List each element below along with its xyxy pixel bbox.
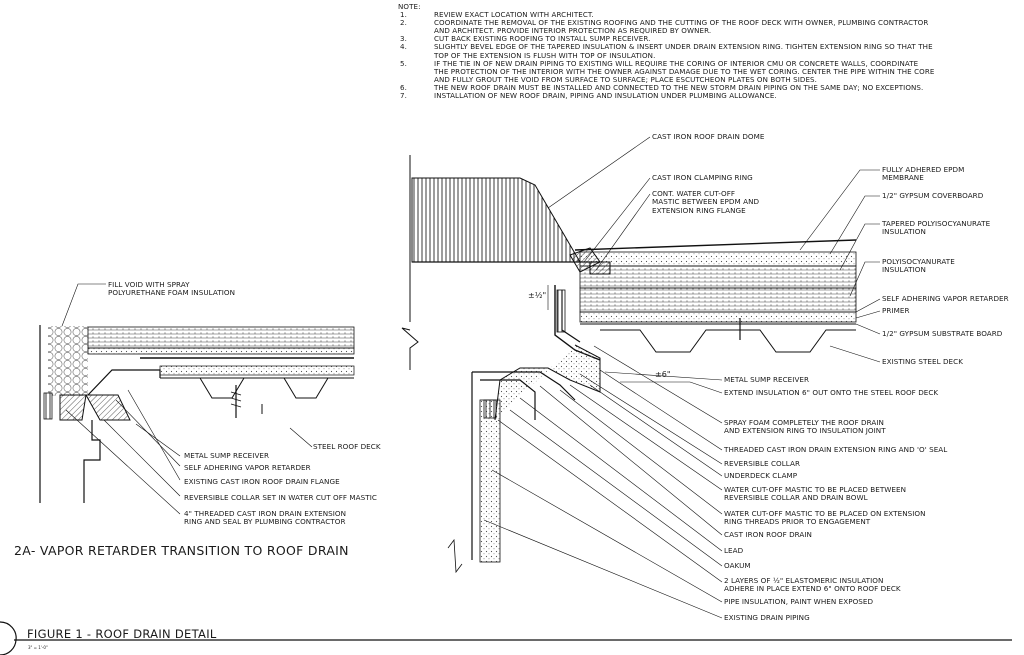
label-reversible-collar: REVERSIBLE COLLAR <box>724 459 801 468</box>
label-pipe-insulation: PIPE INSULATION, PAINT WHEN EXPOSED <box>724 597 874 606</box>
dimension-half-inch: ±½" <box>528 291 547 300</box>
label-2a-reversible-collar: REVERSIBLE COLLAR SET IN WATER CUT OFF M… <box>184 493 377 502</box>
note-line: 6. THE NEW ROOF DRAIN MUST BE INSTALLED A… <box>398 82 1008 92</box>
note-line: 5. IF THE TIE IN OF NEW DRAIN PIPING TO E… <box>398 58 1008 68</box>
figure-title: FIGURE 1 - ROOF DRAIN DETAIL <box>27 627 217 641</box>
label-2a-drain-flange: EXISTING CAST IRON ROOF DRAIN FLANGE <box>184 477 340 486</box>
note-line: 2. COORDINATE THE REMOVAL OF THE EXISTING… <box>398 19 1008 27</box>
label-steel-roof-deck: STEEL ROOF DECK <box>313 442 381 451</box>
note-number: 3. <box>400 34 407 44</box>
note-line: TOP OF THE EXTENSION IS FLUSH WITH TOP O… <box>398 50 1008 60</box>
note-line: THE PROTECTION OF THE INTERIOR WITH THE … <box>398 66 1008 76</box>
label-mastic-collar: WATER CUT-OFF MASTIC TO BE PLACED BETWEE… <box>724 485 907 503</box>
dimension-six-inch: ±6" <box>655 370 671 379</box>
label-spray-foam: SPRAY FOAM COMPLETELY THE ROOF DRAIN AND… <box>724 418 886 436</box>
note-line: AND ARCHITECT. PROVIDE INTERIOR PROTECTI… <box>398 27 1008 35</box>
label-steel-deck: EXISTING STEEL DECK <box>882 357 963 366</box>
note-number: 7. <box>400 91 407 101</box>
label-lead: LEAD <box>724 546 744 555</box>
note-text: CUT BACK EXISTING ROOFING TO INSTALL SUM… <box>434 34 651 44</box>
main-detail-drawing <box>401 136 881 619</box>
label-clamping-ring: CAST IRON CLAMPING RING <box>652 173 753 182</box>
note-number: 2. <box>400 18 407 28</box>
label-fill-void: FILL VOID WITH SPRAY POLYURETHANE FOAM I… <box>108 280 235 298</box>
note-text: IF THE TIE IN OF NEW DRAIN PIPING TO EXI… <box>434 58 919 68</box>
label-oakum: OAKUM <box>724 561 751 570</box>
label-primer: PRIMER <box>882 306 910 315</box>
label-gypsum-substrate: 1/2" GYPSUM SUBSTRATE BOARD <box>882 329 1003 338</box>
notes-header: NOTE: <box>398 2 421 11</box>
note-line: 3. CUT BACK EXISTING ROOFING TO INSTALL S… <box>398 35 1008 43</box>
notes-list: 1.REVIEW EXACT LOCATION WITH ARCHITECT.2… <box>398 10 1008 101</box>
label-2a-metal-sump: METAL SUMP RECEIVER <box>184 451 270 460</box>
label-mastic-threads: WATER CUT-OFF MASTIC TO BE PLACED ON EXT… <box>724 509 926 527</box>
notes-block: NOTE: 1. REVIEW EXACT LOCATION WITH ARCHI… <box>398 2 1008 101</box>
note-text: AND ARCHITECT. PROVIDE INTERIOR PROTECTI… <box>434 26 712 36</box>
label-sump-receiver: METAL SUMP RECEIVER <box>724 375 810 384</box>
label-epdm: FULLY ADHERED EPDM MEMBRANE <box>882 165 965 183</box>
note-line: 4. SLIGHTLY BEVEL EDGE OF THE TAPERED INS… <box>398 43 1008 51</box>
label-tapered-insulation: TAPERED POLYISOCYANURATE INSULATION <box>882 219 991 237</box>
note-text: COORDINATE THE REMOVAL OF THE EXISTING R… <box>434 18 929 28</box>
label-threaded-ring: THREADED CAST IRON DRAIN EXTENSION RING … <box>724 445 948 454</box>
label-cutoff-mastic: CONT. WATER CUT-OFF MASTIC BETWEEN EPDM … <box>652 189 760 215</box>
note-number: 5. <box>400 58 407 68</box>
note-line: AND FULLY GROUT THE VOID FROM SURFACE TO… <box>398 74 1008 84</box>
note-number: 4. <box>400 42 407 52</box>
label-underdeck-clamp: UNDERDECK CLAMP <box>724 471 798 480</box>
detail-2a-title: 2A- VAPOR RETARDER TRANSITION TO ROOF DR… <box>14 543 349 558</box>
figure-scale: 3" = 1'-0" <box>28 645 48 650</box>
note-line: 7. INSTALLATION OF NEW ROOF DRAIN, PIPING… <box>398 91 1008 101</box>
label-elastomeric-insulation: 2 LAYERS OF ½" ELASTOMERIC INSULATION AD… <box>724 576 901 594</box>
label-2a-threaded-extension: 4" THREADED CAST IRON DRAIN EXTENSION RI… <box>184 509 347 527</box>
note-text: AND FULLY GROUT THE VOID FROM SURFACE TO… <box>434 74 818 84</box>
note-text: SLIGHTLY BEVEL EDGE OF THE TAPERED INSUL… <box>434 42 933 52</box>
note-line: 1. REVIEW EXACT LOCATION WITH ARCHITECT. <box>398 10 1008 20</box>
figure-title-block <box>0 621 1012 655</box>
label-cast-iron-drain: CAST IRON ROOF DRAIN <box>724 530 812 539</box>
note-text: THE NEW ROOF DRAIN MUST BE INSTALLED AND… <box>434 82 924 92</box>
label-extend-insulation: EXTEND INSULATION 6" OUT ONTO THE STEEL … <box>724 388 939 397</box>
label-gypsum-coverboard: 1/2" GYPSUM COVERBOARD <box>882 191 984 200</box>
note-text: INSTALLATION OF NEW ROOF DRAIN, PIPING A… <box>434 91 777 101</box>
note-text: REVIEW EXACT LOCATION WITH ARCHITECT. <box>434 10 594 20</box>
label-existing-piping: EXISTING DRAIN PIPING <box>724 613 810 622</box>
label-2a-vapor-retarder: SELF ADHERING VAPOR RETARDER <box>184 463 311 472</box>
note-text: THE PROTECTION OF THE INTERIOR WITH THE … <box>434 66 935 76</box>
note-text: TOP OF THE EXTENSION IS FLUSH WITH TOP O… <box>434 50 656 60</box>
label-polyiso-insulation: POLYISOCYANURATE INSULATION <box>882 257 955 275</box>
label-drain-dome: CAST IRON ROOF DRAIN DOME <box>652 132 765 141</box>
note-number: 6. <box>400 82 407 92</box>
label-vapor-retarder: SELF ADHERING VAPOR RETARDER <box>882 294 1009 303</box>
note-number: 1. <box>400 10 407 20</box>
detail-2a-drawing <box>39 283 355 515</box>
